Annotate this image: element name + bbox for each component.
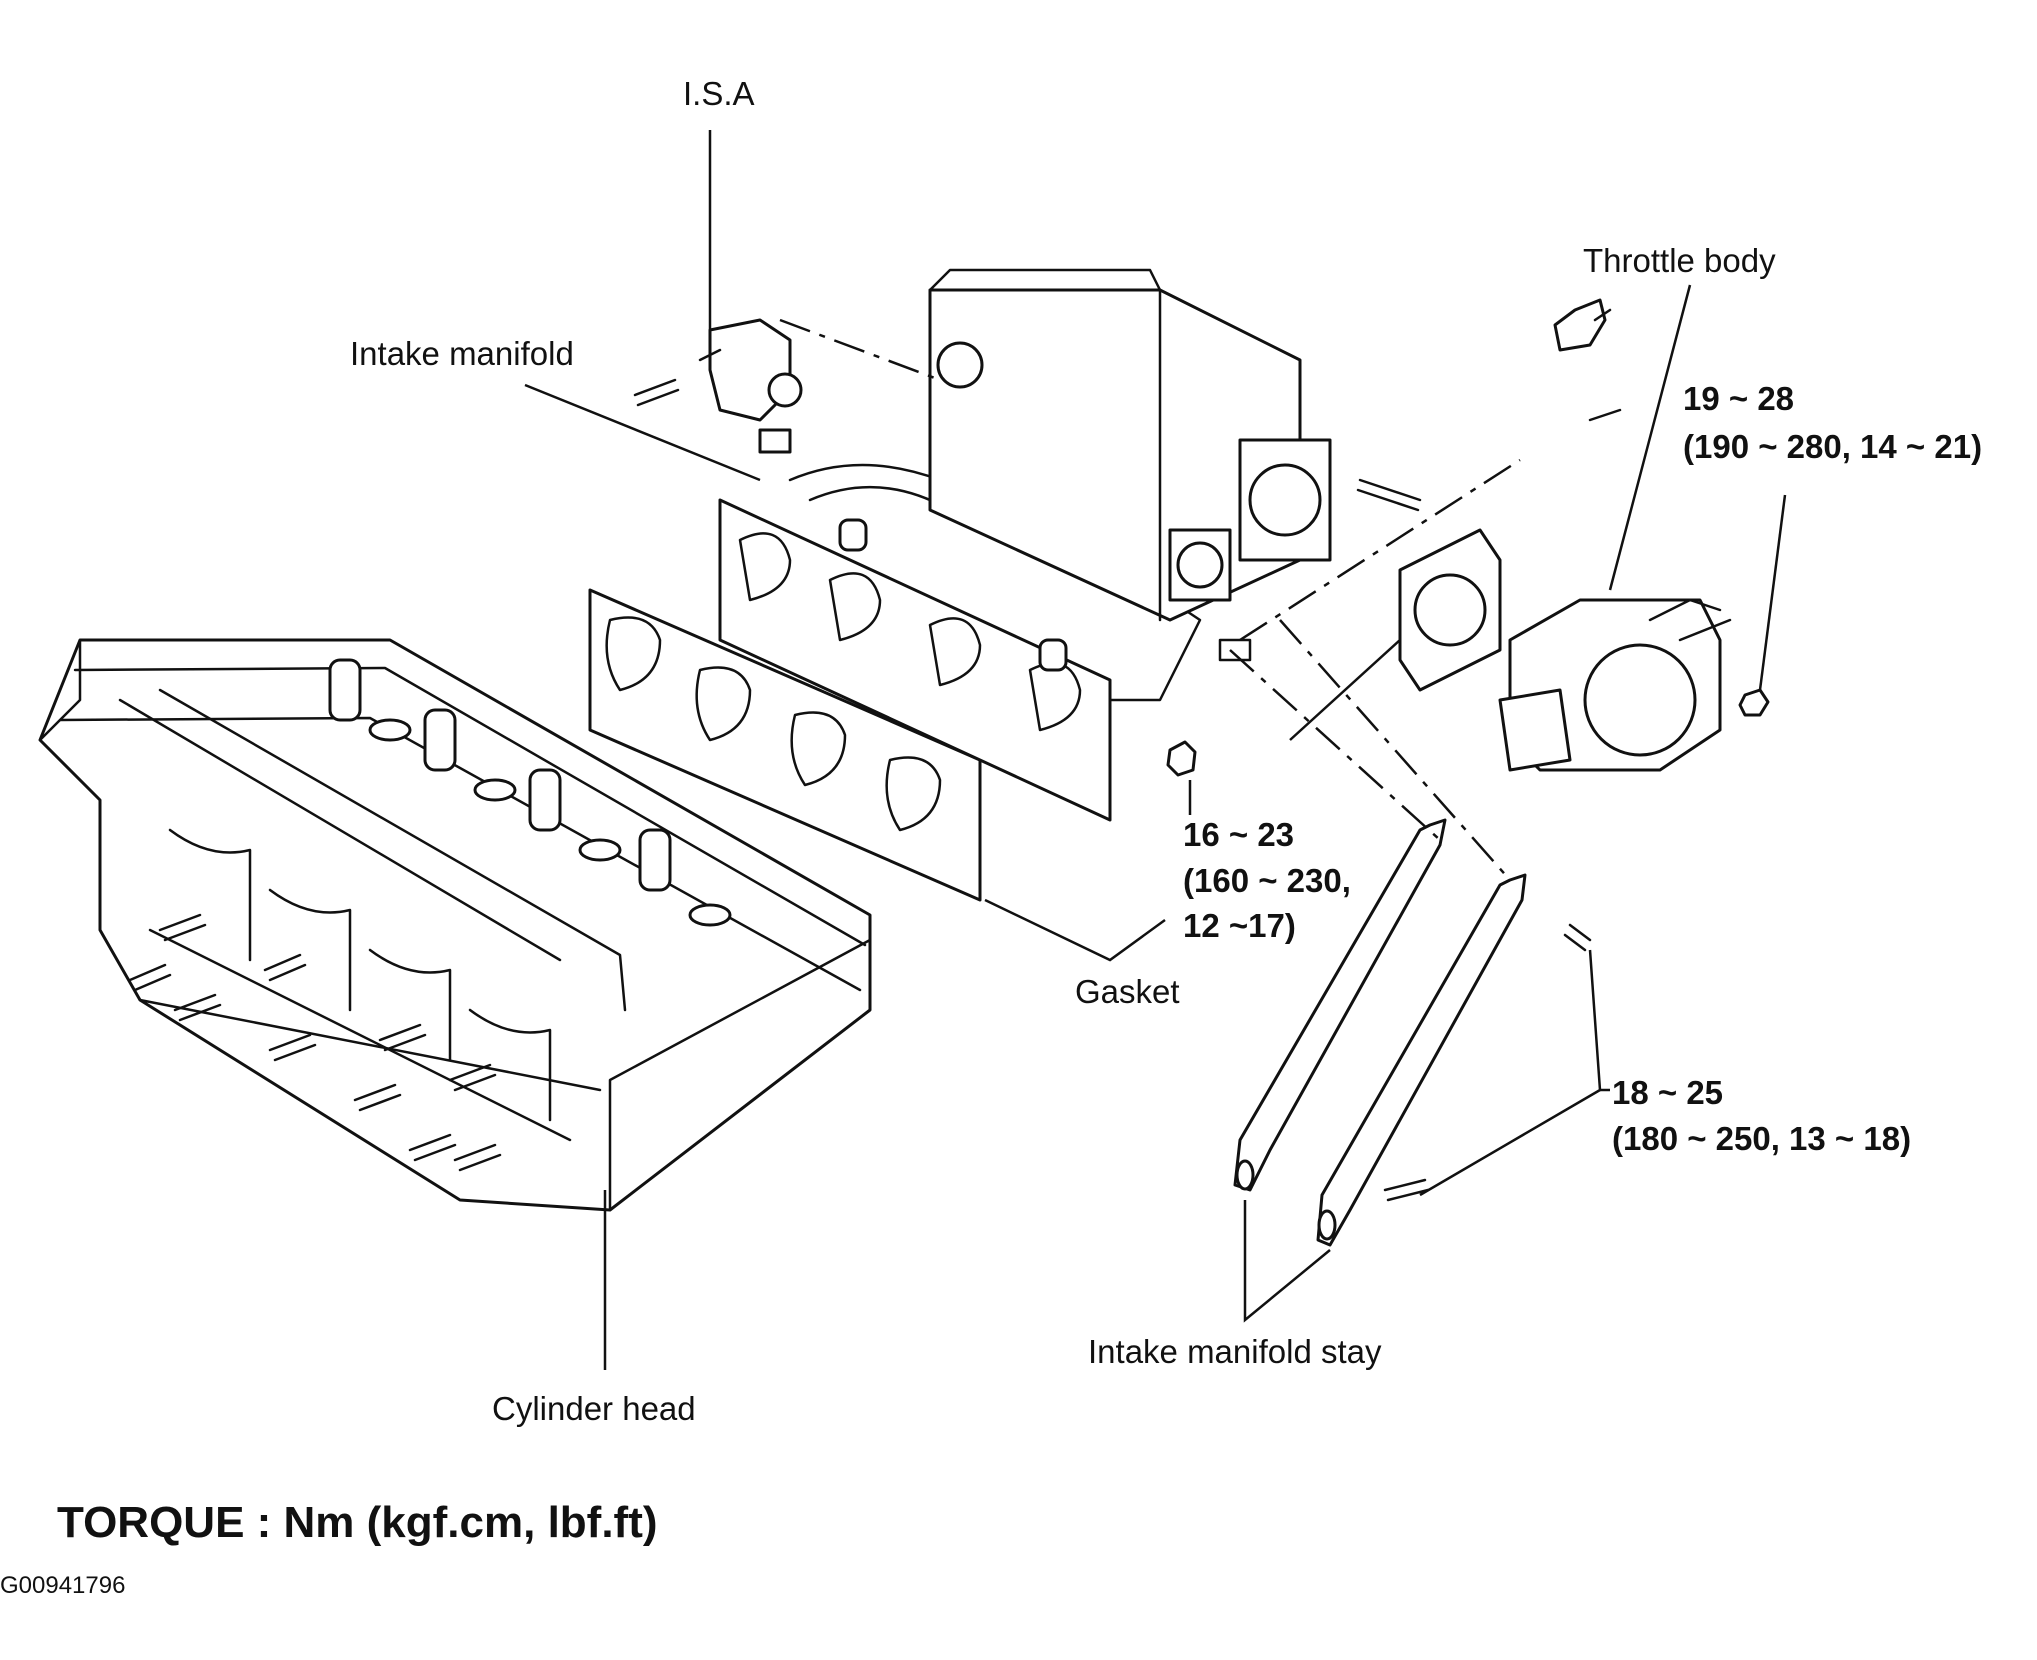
cylinder-head-drawing — [38, 638, 872, 1212]
torque-manifold-line2: (160 ~ 230, — [1183, 862, 1351, 899]
intake-manifold-stay-drawing — [1233, 818, 1592, 1247]
torque-stay-line2: (180 ~ 250, 13 ~ 18) — [1612, 1120, 1911, 1157]
throttle-body-drawing — [1498, 298, 1770, 772]
gasket-drawing — [588, 588, 982, 902]
label-gasket: Gasket — [1075, 973, 1180, 1010]
torque-throttle-line1: 19 ~ 28 — [1683, 380, 1794, 417]
torque-legend: TORQUE : Nm (kgf.cm, lbf.ft) — [57, 1498, 658, 1547]
throttle-gasket-drawing — [1398, 528, 1502, 692]
label-cylinder-head: Cylinder head — [492, 1390, 696, 1427]
alignment-lines — [779, 318, 1521, 881]
label-intake-manifold: Intake manifold — [350, 335, 574, 372]
intake-manifold-drawing — [633, 268, 1422, 822]
torque-manifold-line1: 16 ~ 23 — [1183, 816, 1294, 853]
figure-code: G00941796 — [0, 1572, 125, 1599]
torque-throttle-line2: (190 ~ 280, 14 ~ 21) — [1683, 428, 1982, 465]
label-isa: I.S.A — [683, 75, 755, 112]
isa-drawing — [698, 318, 803, 454]
leader-lines — [524, 130, 1787, 1370]
label-intake-manifold-stay: Intake manifold stay — [1088, 1333, 1382, 1370]
torque-manifold-line3: 12 ~17) — [1183, 907, 1296, 944]
label-throttle-body: Throttle body — [1583, 242, 1776, 279]
torque-stay-line1: 18 ~ 25 — [1612, 1074, 1723, 1111]
